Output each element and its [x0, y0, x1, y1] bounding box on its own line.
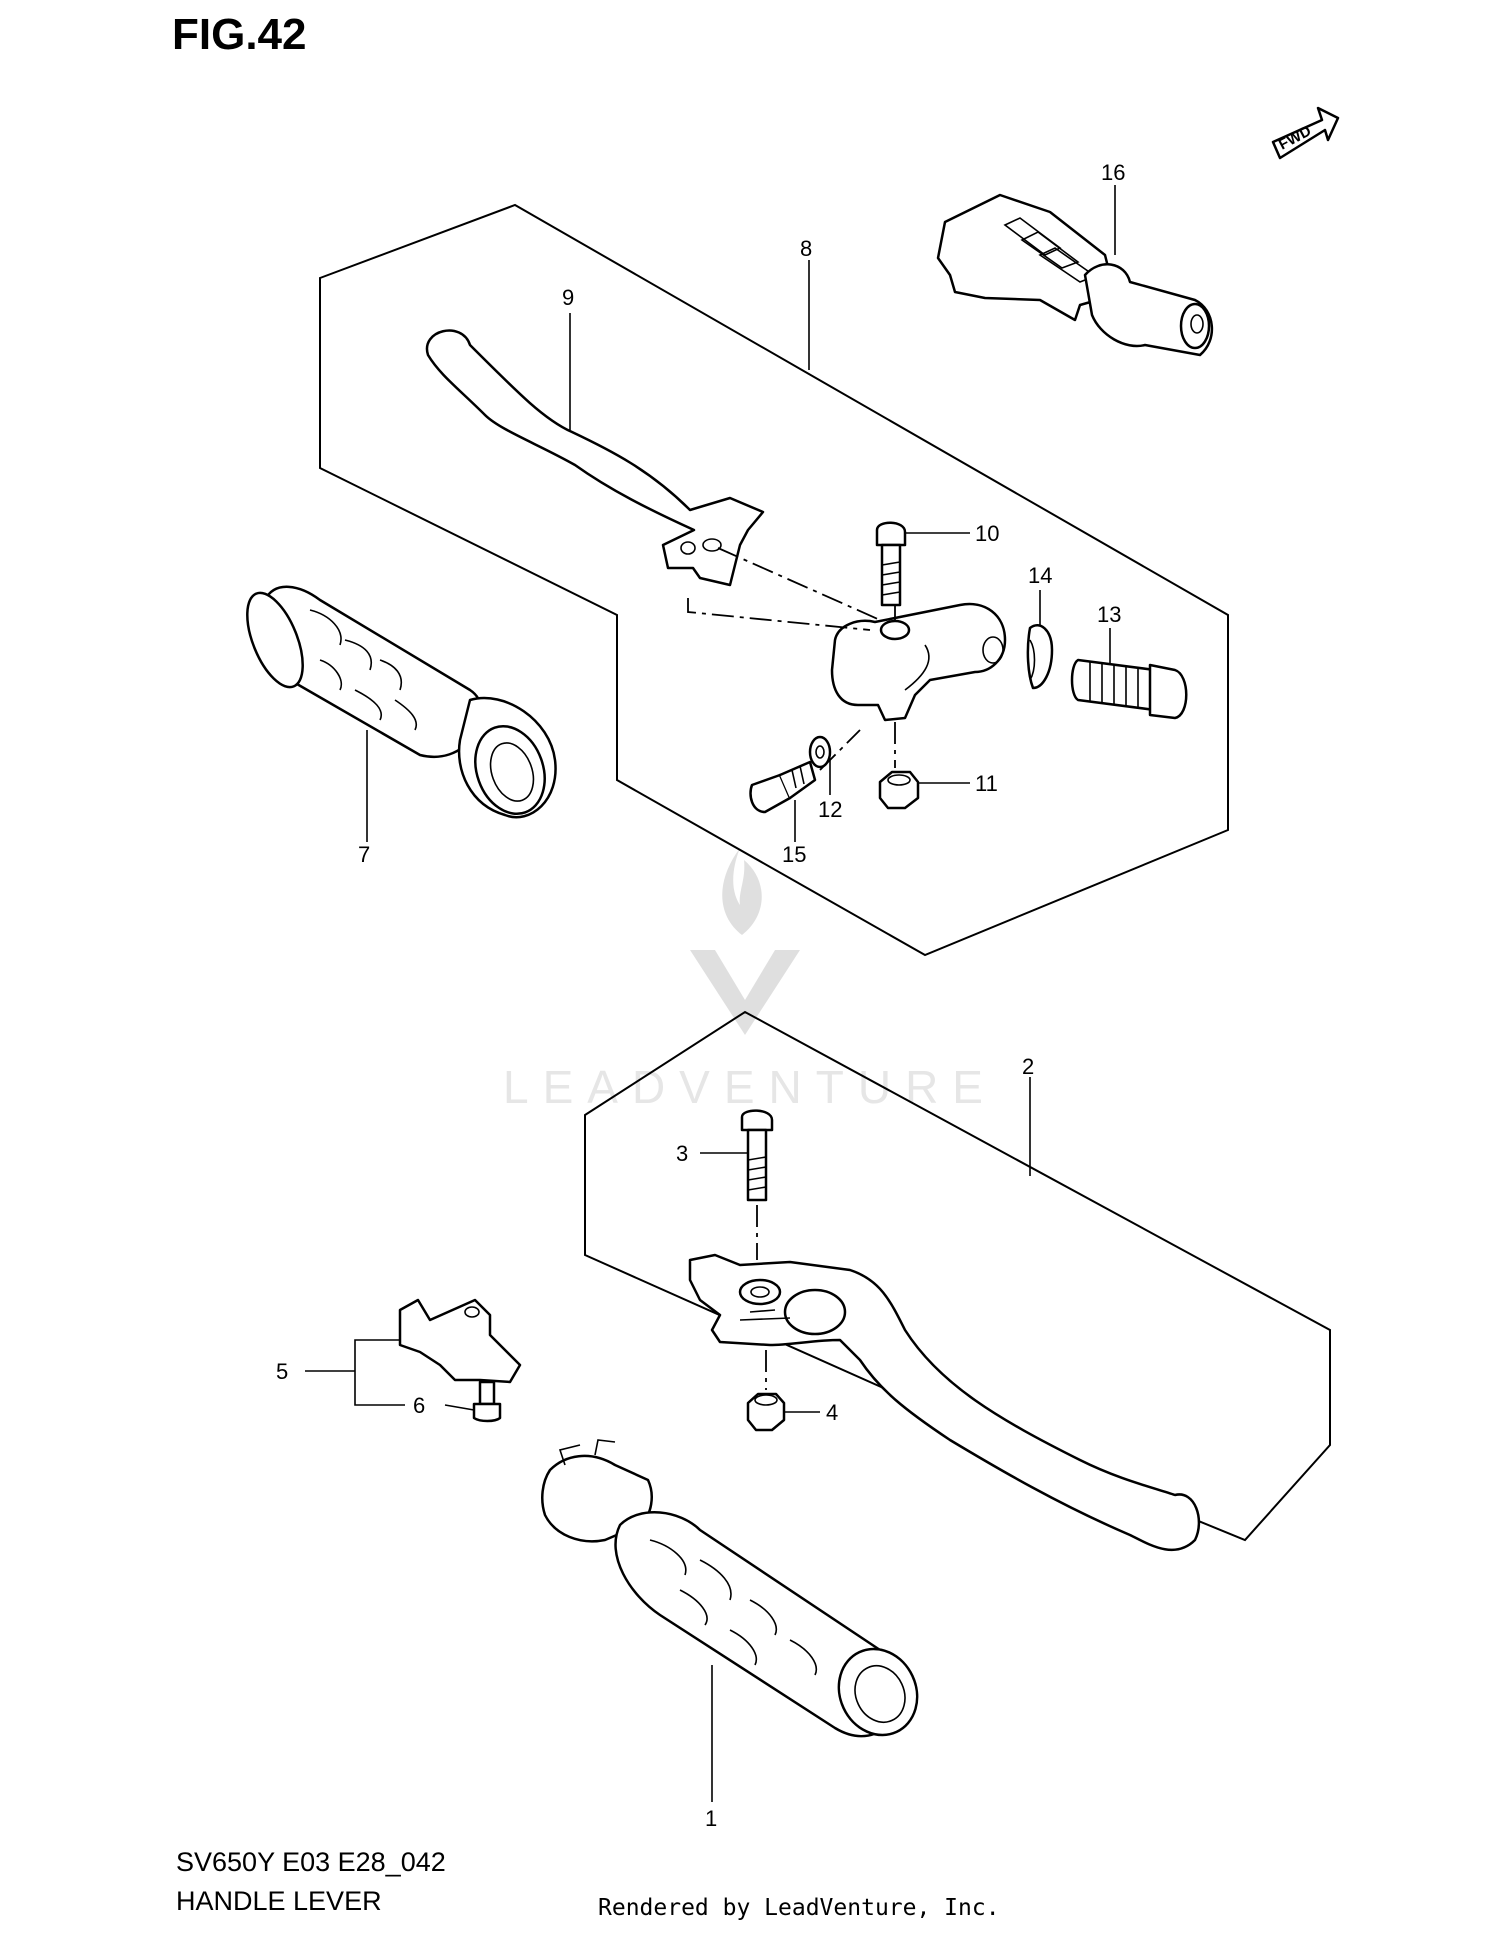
part-pivot-bolt-lower — [740, 1109, 774, 1202]
callout-5: 5 — [276, 1359, 288, 1384]
alignment-line-pivot — [717, 547, 881, 621]
watermark-text: LEADVENTURE — [503, 1061, 997, 1113]
part-bolt-lower — [749, 760, 817, 814]
part-switch-screw — [472, 1380, 502, 1423]
part-adjuster-ring — [1026, 624, 1054, 690]
callout-13: 13 — [1097, 602, 1121, 627]
callout-11: 11 — [975, 771, 998, 796]
part-brake-light-switch — [398, 1298, 522, 1384]
callout-12: 12 — [818, 797, 842, 822]
callout-2: 2 — [1022, 1054, 1034, 1079]
part-nut-upper — [878, 770, 920, 810]
callout-6: 6 — [413, 1393, 425, 1418]
part-throttle-grip — [541, 1439, 919, 1738]
alignment-line-lever — [687, 598, 871, 631]
part-left-grip — [246, 585, 557, 819]
part-brake-lever — [688, 1253, 1201, 1552]
part-clutch-lever — [425, 329, 765, 587]
part-clutch-switch — [936, 193, 1214, 357]
callout-15: 15 — [782, 842, 806, 867]
render-credit: Rendered by LeadVenture, Inc. — [598, 1895, 1000, 1921]
section-name: HANDLE LEVER — [176, 1886, 382, 1916]
figure-title: FIG.42 — [172, 10, 307, 59]
part-lever-holder — [830, 602, 1007, 722]
part-washer — [808, 735, 832, 769]
callout-14: 14 — [1028, 563, 1052, 588]
part-pivot-bolt-upper — [875, 521, 907, 607]
callout-10: 10 — [975, 521, 999, 546]
brake-lever-assembly-box — [584, 1010, 1331, 1542]
clutch-lever-assembly-box — [319, 203, 1229, 957]
callout-1: 1 — [705, 1806, 717, 1831]
part-adjuster-bolt — [1070, 658, 1188, 720]
callout-8: 8 — [800, 236, 812, 261]
callout-4: 4 — [826, 1400, 838, 1425]
fwd-direction-arrow-icon: FWD — [1271, 106, 1340, 160]
leader-5 — [305, 1339, 475, 1411]
watermark-logo — [690, 848, 800, 1035]
callout-3: 3 — [676, 1141, 688, 1166]
callout-7: 7 — [358, 842, 370, 867]
model-code: SV650Y E03 E28_042 — [176, 1847, 446, 1877]
callout-9: 9 — [562, 285, 574, 310]
callout-16: 16 — [1101, 160, 1125, 185]
part-nut-lower — [746, 1392, 786, 1432]
